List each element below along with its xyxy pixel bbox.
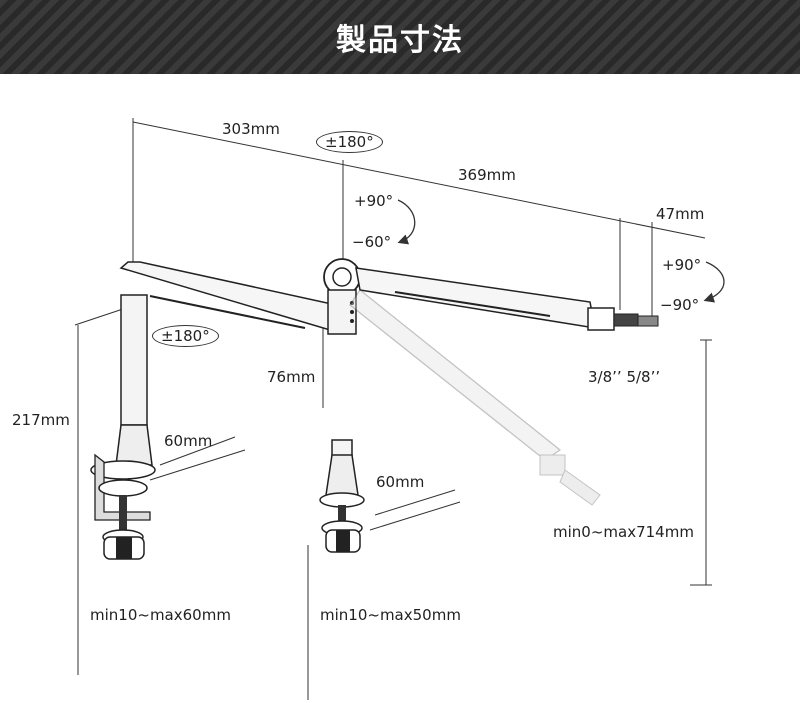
rotation-joint-up: +90°	[354, 192, 394, 210]
dim-clamp-depth-2: 60mm	[376, 473, 425, 491]
dim-extension-range: min0~max714mm	[553, 523, 694, 541]
dim-clamp-range-2: min10~max50mm	[320, 606, 461, 624]
arm-drawing	[74, 118, 725, 700]
base-pole-right	[319, 439, 365, 553]
page-title: 製品寸法	[336, 23, 464, 58]
dim-arm2-length: 369mm	[458, 166, 516, 184]
base-pole-left	[90, 294, 156, 560]
rotation-tip-down: −90°	[660, 296, 700, 314]
dim-pole-height: 217mm	[12, 411, 70, 429]
tip-mount	[587, 307, 659, 331]
rotation-arrows	[397, 199, 725, 303]
rotation-base: ±180°	[152, 325, 219, 347]
arm-joint	[323, 258, 361, 335]
dim-arm1-length: 303mm	[222, 120, 280, 138]
dim-clamp-range-1: min10~max60mm	[90, 606, 231, 624]
dim-arm-height: 76mm	[267, 368, 316, 386]
dimension-diagram: 303mm ±180° 369mm 47mm +90° −60° +90° −9…	[0, 74, 800, 728]
arm-segment-1	[119, 261, 351, 331]
dim-tip-length: 47mm	[656, 205, 705, 223]
dimension-lines	[74, 118, 712, 700]
arm-lowered-ghost	[349, 289, 601, 506]
thread-sizes: 3/8’’ 5/8’’	[588, 368, 661, 386]
rotation-joint-down: −60°	[352, 233, 392, 251]
rotation-tip-up: +90°	[662, 256, 702, 274]
header-banner: 製品寸法	[0, 0, 800, 74]
dim-clamp-depth-1: 60mm	[164, 432, 213, 450]
rotation-joint-top: ±180°	[316, 131, 383, 153]
